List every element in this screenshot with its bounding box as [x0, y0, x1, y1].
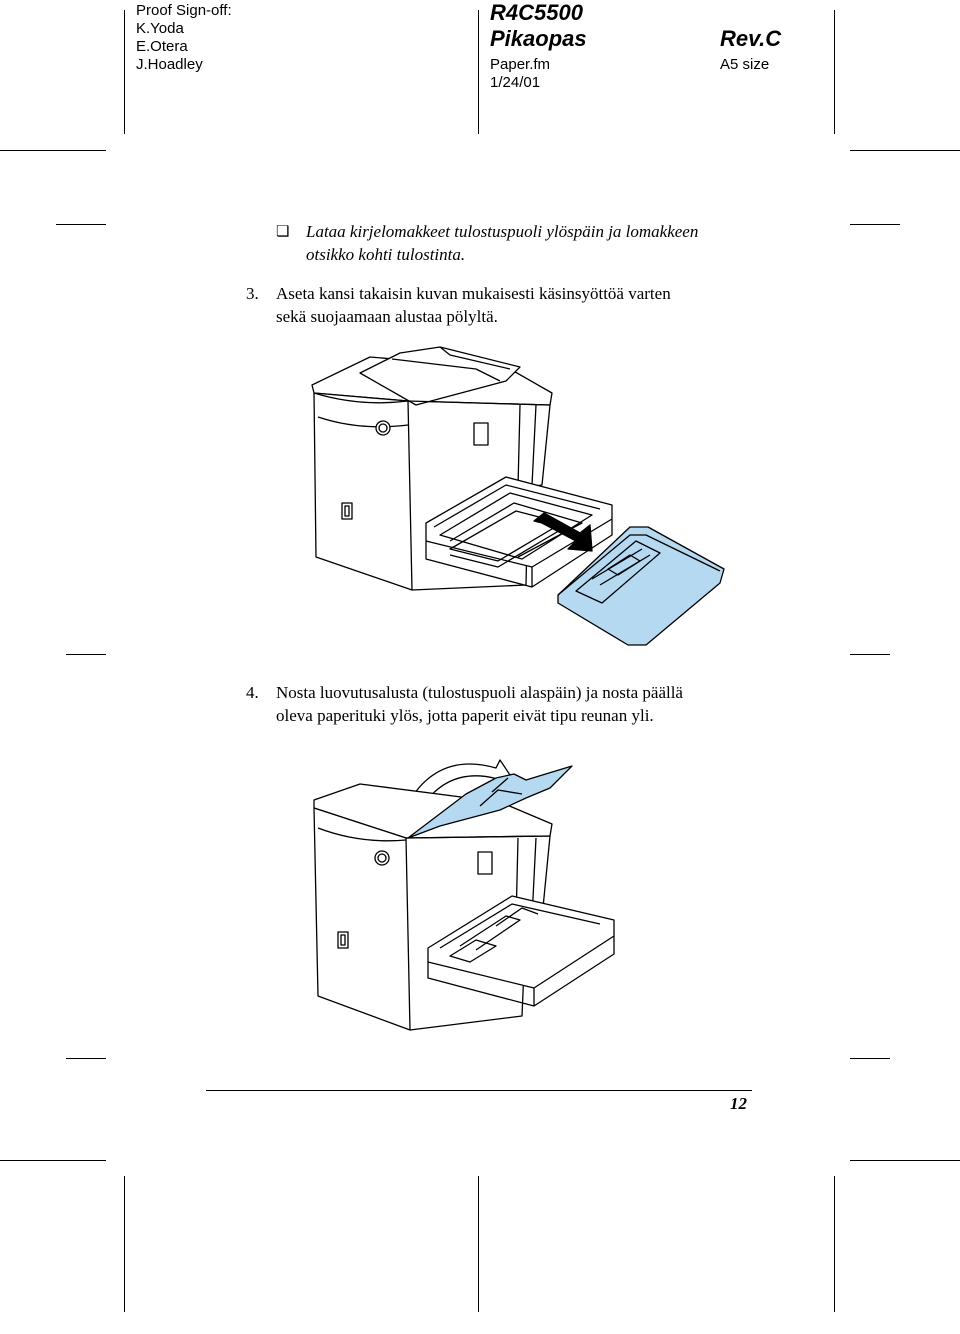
page-number: 12 — [730, 1094, 747, 1113]
page-size-label: A5 size — [720, 56, 770, 73]
crop-mark — [56, 224, 106, 225]
printer-cover-illustration — [311, 346, 725, 646]
footer-rule — [206, 1090, 752, 1091]
signer-name: E.Otera — [136, 38, 188, 55]
bullet-checkbox-icon: ❏ — [276, 224, 290, 240]
crop-mark — [850, 1160, 960, 1161]
crop-mark — [0, 150, 106, 151]
crop-mark — [478, 10, 479, 134]
crop-mark — [850, 654, 890, 655]
note-line: otsikko kohti tulostinta. — [306, 245, 466, 264]
step-text: oleva paperituki ylös, jotta paperit eiv… — [276, 706, 654, 725]
document-title: Pikaopas — [490, 26, 587, 51]
file-name: Paper.fm — [490, 56, 551, 73]
file-date: 1/24/01 — [490, 74, 541, 91]
crop-mark — [834, 10, 835, 134]
crop-mark — [850, 150, 960, 151]
revision-label: Rev.C — [720, 26, 782, 51]
step-number: 3. — [246, 284, 259, 303]
crop-mark — [124, 1176, 125, 1312]
signer-name: K.Yoda — [136, 20, 184, 37]
step-text: Aseta kansi takaisin kuvan mukaisesti kä… — [276, 284, 671, 303]
crop-mark — [66, 1058, 106, 1059]
crop-mark — [66, 654, 106, 655]
step-text: Nosta luovutusalusta (tulostuspuoli alas… — [276, 683, 683, 702]
signer-name: J.Hoadley — [136, 56, 203, 73]
crop-mark — [478, 1176, 479, 1312]
step-text: sekä suojaamaan alustaa pölyltä. — [276, 307, 498, 326]
printer-output-tray-illustration — [313, 759, 615, 1031]
crop-mark — [850, 224, 900, 225]
note-line: Lataa kirjelomakkeet tulostuspuoli ylösp… — [306, 222, 699, 241]
step-number: 4. — [246, 683, 259, 702]
crop-mark — [834, 1176, 835, 1312]
crop-mark — [850, 1058, 890, 1059]
crop-mark — [0, 1160, 106, 1161]
proof-signoff-label: Proof Sign-off: — [136, 2, 232, 19]
model-name: R4C5500 — [490, 0, 583, 25]
crop-mark — [124, 10, 125, 134]
